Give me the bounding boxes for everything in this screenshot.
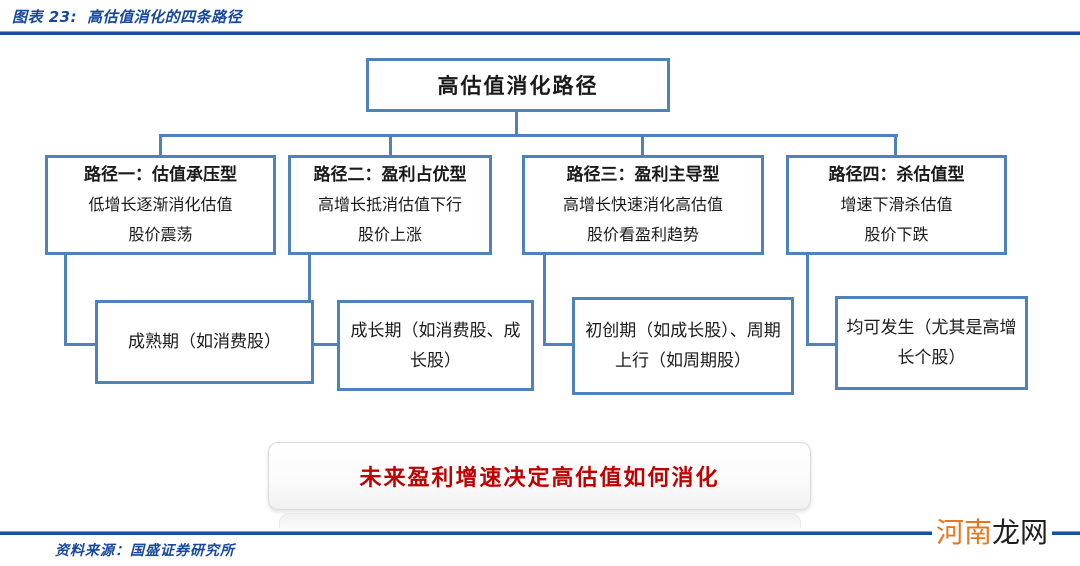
branch-3-line2: 股价看盈利趋势 bbox=[586, 225, 699, 244]
bottom-divider-line bbox=[0, 531, 1080, 535]
child-node-4: 均可发生（尤其是高增长个股） bbox=[835, 296, 1028, 390]
figure-caption: 图表 23: 高估值消化的四条路径 bbox=[12, 6, 242, 27]
child-4-label: 均可发生（尤其是高增长个股） bbox=[846, 318, 1017, 368]
branch-4-line2: 股价下跌 bbox=[864, 225, 929, 244]
branch-node-2: 路径二：盈利占优型 高增长抵消估值下行 股价上涨 bbox=[288, 155, 492, 255]
conclusion-banner-reflection bbox=[279, 513, 801, 528]
connector-horizontal-bar bbox=[159, 134, 898, 137]
branch-3-title: 路径三：盈利主导型 bbox=[566, 165, 720, 185]
connector-stub-branch3 bbox=[641, 134, 644, 156]
child-node-1: 成熟期（如消费股） bbox=[95, 300, 314, 384]
child-2-label: 成长期（如消费股、成长股） bbox=[350, 320, 521, 371]
connector-stub-branch1 bbox=[159, 134, 162, 156]
watermark-part1: 河南 bbox=[936, 516, 993, 549]
connector-branch2-elbow bbox=[308, 343, 339, 346]
connector-stub-branch4 bbox=[894, 134, 897, 156]
connector-branch4-vertical bbox=[806, 255, 809, 346]
branch-2-title: 路径二：盈利占优型 bbox=[313, 165, 467, 185]
branch-2-line1: 高增长抵消估值下行 bbox=[317, 195, 462, 214]
top-divider-line bbox=[0, 31, 1080, 35]
branch-1-line2: 股价震荡 bbox=[128, 225, 193, 244]
connector-branch1-vertical bbox=[64, 255, 67, 346]
branch-4-line1: 增速下滑杀估值 bbox=[840, 195, 953, 214]
child-3-label: 初创期（如成长股）、周期上行（如周期股） bbox=[585, 321, 781, 371]
connector-branch4-elbow bbox=[806, 343, 837, 346]
connector-branch3-elbow bbox=[543, 343, 574, 346]
branch-1-title: 路径一：估值承压型 bbox=[84, 165, 237, 185]
connector-root-stem bbox=[515, 112, 518, 135]
branch-node-3: 路径三：盈利主导型 高增长快速消化高估值 股价看盈利趋势 bbox=[522, 155, 764, 255]
conclusion-text: 未来盈利增速决定高估值如何消化 bbox=[359, 466, 720, 491]
branch-2-line2: 股价上涨 bbox=[357, 225, 422, 244]
conclusion-banner: 未来盈利增速决定高估值如何消化 bbox=[268, 442, 811, 510]
child-1-label: 成熟期（如消费股） bbox=[128, 332, 281, 352]
connector-branch1-elbow bbox=[64, 343, 96, 346]
branch-1-line1: 低增长逐渐消化估值 bbox=[88, 195, 233, 214]
connector-branch3-vertical bbox=[543, 255, 546, 346]
branch-node-1: 路径一：估值承压型 低增长逐渐消化估值 股价震荡 bbox=[45, 155, 276, 255]
child-node-2: 成长期（如消费股、成长股） bbox=[337, 300, 534, 391]
figure-caption-label: 图表 23: bbox=[12, 8, 78, 26]
root-node-label: 高估值消化路径 bbox=[437, 74, 599, 98]
child-node-3: 初创期（如成长股）、周期上行（如周期股） bbox=[572, 297, 794, 395]
branch-4-title: 路径四：杀估值型 bbox=[828, 165, 965, 185]
figure-caption-title: 高估值消化的四条路径 bbox=[87, 8, 243, 26]
source-note: 资料来源：国盛证券研究所 bbox=[55, 543, 235, 559]
branch-node-4: 路径四：杀估值型 增速下滑杀估值 股价下跌 bbox=[786, 155, 1007, 255]
site-watermark: 河南龙网 bbox=[932, 515, 1053, 551]
branch-3-line1: 高增长快速消化高估值 bbox=[562, 195, 723, 214]
watermark-part2: 龙网 bbox=[992, 516, 1049, 549]
root-node: 高估值消化路径 bbox=[366, 58, 670, 112]
connector-stub-branch2 bbox=[389, 134, 392, 156]
